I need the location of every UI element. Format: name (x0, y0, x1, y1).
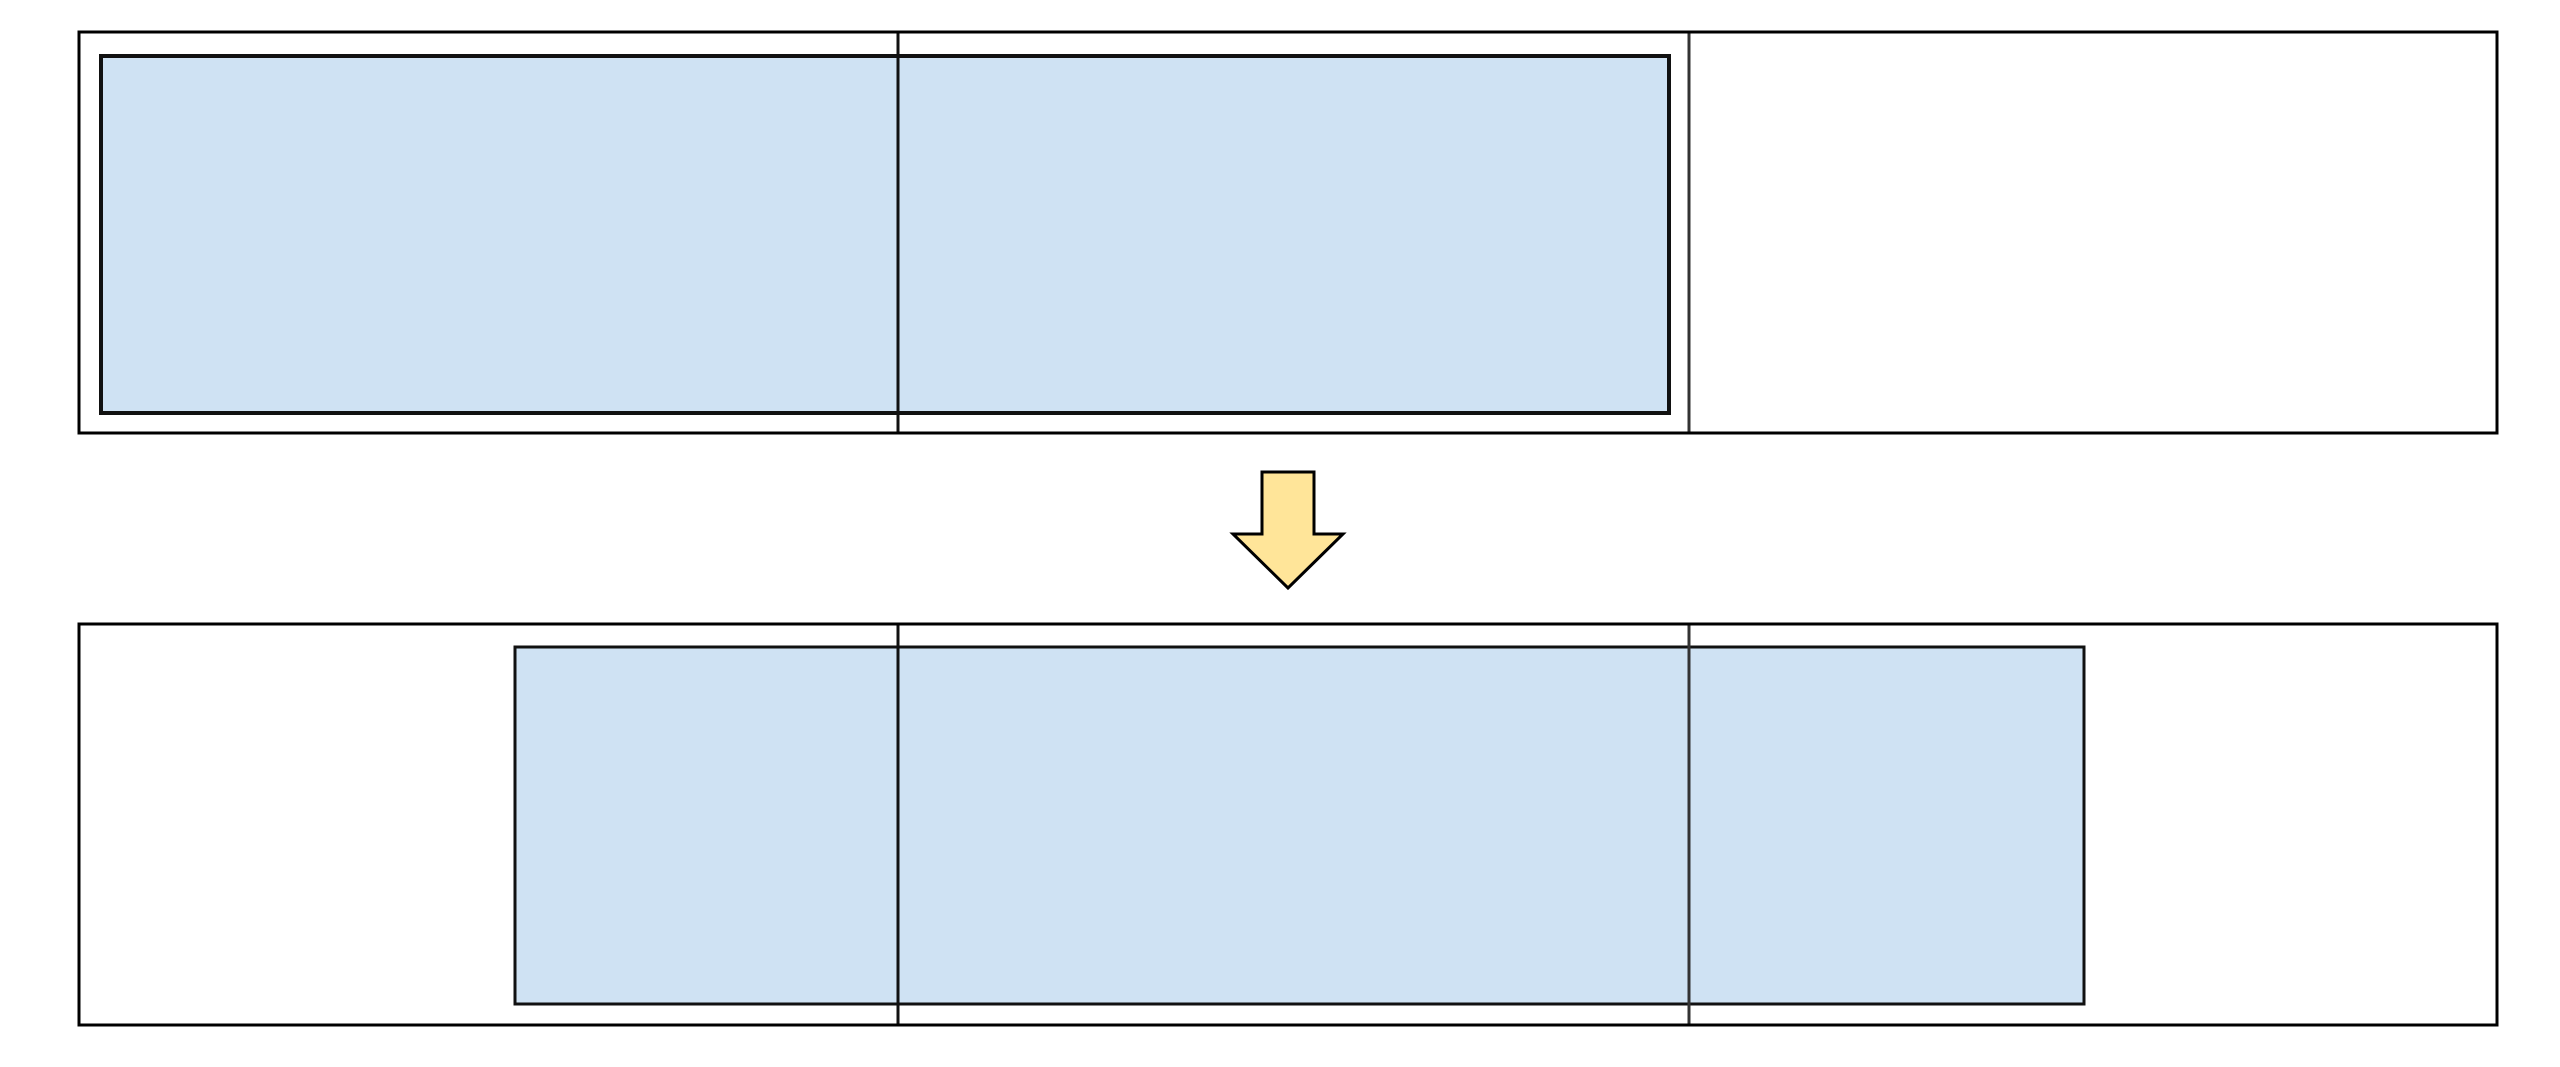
after-panel (77, 622, 2499, 1027)
before-panel (77, 30, 2499, 435)
down-arrow-icon (1229, 470, 1347, 591)
before-panel-outline (77, 30, 2499, 435)
before-highlight-block (99, 54, 1671, 415)
after-panel-outline (77, 622, 2499, 1027)
after-highlight-block (513, 645, 2086, 1006)
